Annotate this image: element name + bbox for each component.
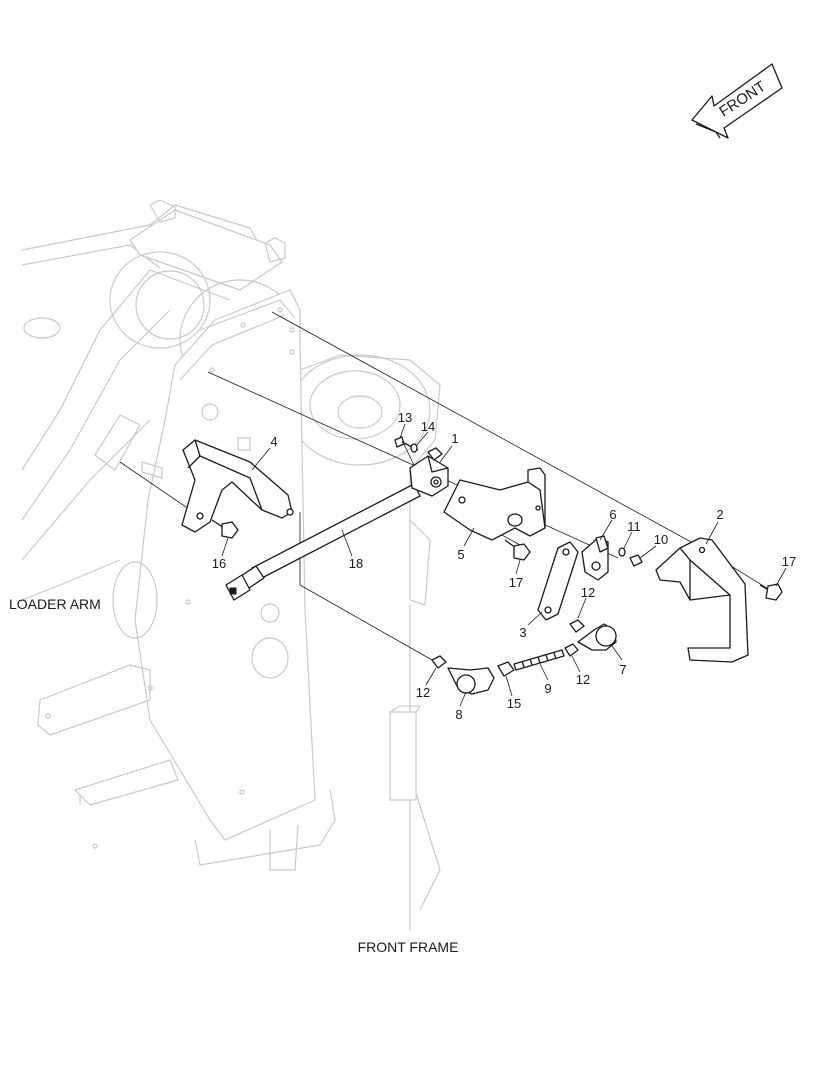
part-6-bracket <box>581 535 609 581</box>
callout-7: 7 <box>619 662 626 677</box>
callout-3: 3 <box>519 625 526 640</box>
callout-9: 9 <box>544 681 551 696</box>
leader-lines <box>221 423 787 707</box>
part-14-washer <box>410 443 418 453</box>
part-12-nut-left <box>431 655 447 669</box>
callout-12-upper: 12 <box>581 585 595 600</box>
callout-5: 5 <box>457 547 464 562</box>
part-7-ball-joint <box>577 623 617 651</box>
callout-numbers: 1 2 3 4 5 6 7 8 9 10 11 12 12 12 13 14 1… <box>212 410 796 722</box>
callout-2: 2 <box>716 507 723 522</box>
front-frame-label: FRONT FRAME <box>358 939 459 955</box>
callout-8: 8 <box>455 707 462 722</box>
machine-background <box>21 199 441 930</box>
callout-14: 14 <box>421 419 435 434</box>
loader-arm-label: LOADER ARM <box>9 596 101 612</box>
parts <box>181 436 783 695</box>
part-11-washer <box>618 547 626 557</box>
part-12-nut-upper <box>569 619 585 633</box>
part-17-bolt-lower <box>504 539 531 561</box>
part-15-nut <box>497 661 515 677</box>
part-12-nut-right <box>564 643 579 657</box>
callout-13: 13 <box>398 410 412 425</box>
callout-6: 6 <box>609 507 616 522</box>
callout-11: 11 <box>627 519 641 534</box>
part-3-link <box>537 541 579 621</box>
callout-12-right: 12 <box>576 672 590 687</box>
part-17-bolt-right <box>759 583 783 601</box>
part-9-threaded-rod <box>513 649 565 671</box>
part-10-bolt <box>629 554 643 567</box>
callout-10: 10 <box>654 532 668 547</box>
callout-17-right: 17 <box>782 554 796 569</box>
front-direction-arrow: FRONT <box>691 63 783 139</box>
part-1-sensor <box>409 447 449 497</box>
part-8-ball-joint <box>447 667 495 695</box>
part-2-bracket <box>655 537 749 663</box>
part-16-bolt <box>211 519 239 539</box>
part-5-plate <box>443 467 546 541</box>
part-18-rod <box>225 483 421 601</box>
callout-4: 4 <box>270 434 277 449</box>
callout-18: 18 <box>349 556 363 571</box>
callout-16: 16 <box>212 556 226 571</box>
part-4-bracket <box>181 439 294 533</box>
callout-12-left: 12 <box>416 685 430 700</box>
callout-15: 15 <box>507 696 521 711</box>
callout-17-lower: 17 <box>509 575 523 590</box>
callout-1: 1 <box>451 431 458 446</box>
